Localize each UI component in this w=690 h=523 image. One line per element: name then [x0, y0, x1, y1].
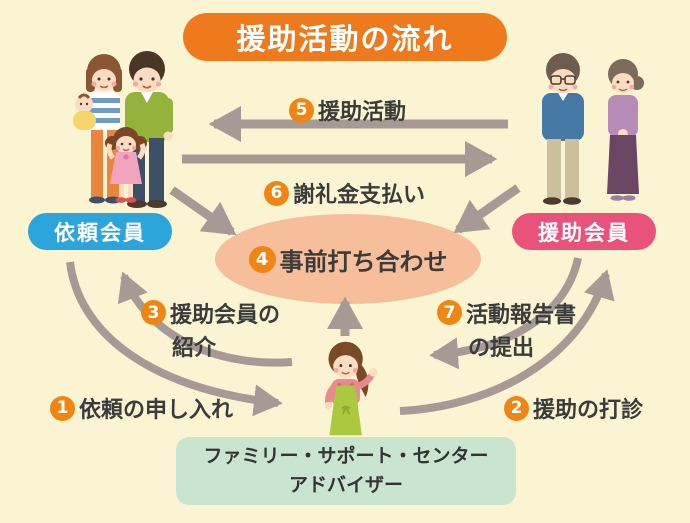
advisor-figure [324, 341, 378, 436]
page-title: 援助活動の流れ [183, 13, 507, 61]
arrow-request-offer [66, 261, 283, 417]
meeting-label: 事前打ち合わせ [279, 247, 448, 276]
requester-member-badge: 依頼会員 [28, 213, 172, 250]
father-figure [125, 51, 173, 208]
advisor-box: ファミリー・サポート・センター アドバイザー [176, 437, 516, 505]
step-number-2: 2 [504, 395, 529, 421]
step-1-label: 1 依頼の申し入れ [50, 392, 233, 424]
advisor-box-line2: アドバイザー [288, 474, 403, 496]
arrow-supporter-to-meeting [453, 184, 521, 234]
arrow-introduce-supporter [117, 271, 293, 367]
advisor-illustration [324, 341, 378, 436]
step-5-label: 5 援助活動 [289, 94, 406, 126]
step-3-label: 3 援助会員の 紹介 [141, 296, 280, 362]
step-number-4: 4 [248, 245, 276, 273]
arrow-requester-to-meeting [169, 186, 237, 236]
step-number-7: 7 [437, 300, 462, 325]
advisor-box-line1: ファミリー・サポート・センター [203, 444, 489, 467]
step-number-5: 5 [289, 97, 314, 123]
supporter-member-badge: 援助会員 [512, 213, 656, 250]
mother-figure [73, 54, 122, 204]
step-number-6: 6 [264, 180, 289, 206]
elderly-woman-figure [607, 59, 644, 201]
arrow-activity-report [429, 257, 582, 370]
step-2-label: 2 援助の打診 [504, 392, 643, 424]
family-illustration [73, 51, 173, 208]
meeting-node: 4 事前打ち合わせ [215, 214, 481, 304]
step-number-3: 3 [141, 300, 166, 325]
elderly-couple-illustration [542, 53, 644, 205]
step-number-1: 1 [50, 395, 75, 421]
baby-figure [73, 93, 96, 130]
arrow-sound-out-support [399, 269, 615, 415]
step-6-label: 6 謝礼金支払い [264, 177, 425, 209]
elderly-man-figure [542, 53, 584, 205]
daughter-figure [105, 127, 147, 203]
step-7-label: 7 活動報告書 の提出 [437, 296, 576, 362]
